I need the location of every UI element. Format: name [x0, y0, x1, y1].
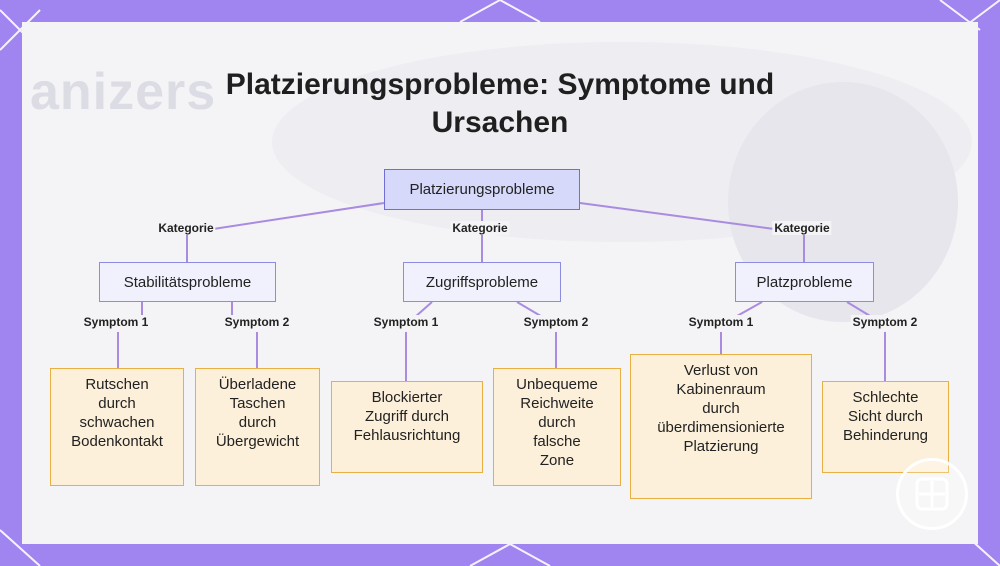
category-label: Zugriffsprobleme [425, 273, 539, 291]
diagram-title: Platzierungsprobleme: Symptome und Ursac… [225, 68, 775, 139]
root-node: Platzierungsprobleme [384, 169, 580, 210]
leaf-node-ueberladen: Überladene Taschen durch Übergewicht [195, 368, 320, 486]
connector-line [186, 202, 385, 234]
category-node-zugriff: Zugriffsprobleme [403, 262, 561, 302]
edge-label-symptom-0-0: Symptom 1 [81, 315, 151, 329]
edge-label-symptom-1-0: Symptom 1 [371, 315, 441, 329]
diagram-panel: anizers Platzierungsprobleme: Symptome u… [22, 22, 978, 544]
edge-label-symptom-2-1: Symptom 2 [850, 315, 920, 329]
connector-line [579, 202, 805, 234]
category-label: Platzprobleme [756, 273, 853, 291]
category-node-platz: Platzprobleme [735, 262, 874, 302]
edge-label-symptom-1-1: Symptom 2 [521, 315, 591, 329]
leaf-node-sicht: Schlechte Sicht durch Behinderung [822, 381, 949, 473]
leaf-node-rutschen: Rutschen durch schwachen Bodenkontakt [50, 368, 184, 486]
edge-label-symptom-2-0: Symptom 1 [686, 315, 756, 329]
grid-logo-icon [896, 458, 968, 530]
leaf-node-kabinenraum: Verlust von Kabinenraum durch überdimens… [630, 354, 812, 499]
leaf-node-blockiert: Blockierter Zugriff durch Fehlausrichtun… [331, 381, 483, 473]
category-node-stabilitaet: Stabilitätsprobleme [99, 262, 276, 302]
edge-label-category-2: Kategorie [772, 221, 832, 235]
root-label: Platzierungsprobleme [409, 181, 555, 198]
category-label: Stabilitätsprobleme [123, 273, 252, 291]
edge-label-category-1: Kategorie [450, 221, 510, 235]
leaf-node-reichweite: Unbequeme Reichweite durch falsche Zone [493, 368, 621, 486]
edge-label-symptom-0-1: Symptom 2 [222, 315, 292, 329]
edge-label-category-0: Kategorie [156, 221, 216, 235]
